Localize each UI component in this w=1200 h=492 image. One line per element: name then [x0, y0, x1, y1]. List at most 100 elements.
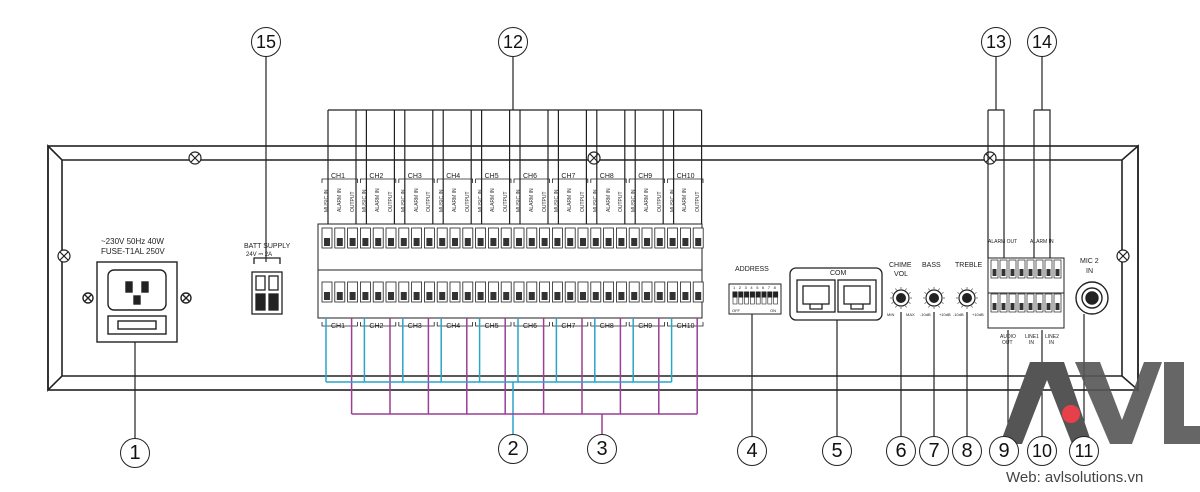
channel-label-bottom: CH6 [523, 323, 538, 330]
channel-label-bottom: CH8 [599, 323, 614, 330]
callout-7: 7 [919, 436, 949, 466]
dip-number: 5 [756, 285, 759, 290]
dip-number: 6 [762, 285, 765, 290]
terminal-label: MUSIC IN [439, 189, 446, 213]
channel-label-top: CH6 [523, 173, 538, 180]
terminal-label: OUTPUT [695, 191, 702, 212]
channel-label-top: CH1 [331, 173, 346, 180]
audio-out-line1: AUDIO [1000, 334, 1016, 340]
callout-1: 1 [120, 438, 150, 468]
callout-4: 4 [737, 436, 767, 466]
line1-in-line2: IN [1029, 340, 1034, 346]
callout-2: 2 [498, 434, 528, 464]
callout-14: 14 [1027, 27, 1057, 57]
channel-label-top: CH8 [599, 173, 614, 180]
terminal-label: ALARM IN [567, 188, 574, 212]
terminal-label: MUSIC IN [516, 189, 522, 213]
knobs [890, 287, 978, 309]
callout-10: 10 [1027, 436, 1057, 466]
terminal-label: ALARM IN [682, 188, 689, 212]
com-title: COM [830, 270, 847, 277]
terminal-label: MUSIC IN [400, 189, 407, 213]
callout-5: 5 [822, 436, 852, 466]
dip-number: 8 [773, 285, 776, 290]
alarm-audio-terminals [987, 257, 1065, 329]
callout-6: 6 [886, 436, 916, 466]
line2-in-line2: IN [1049, 340, 1054, 346]
audio-out-line2: OUT [1002, 340, 1013, 346]
knob-title: CHIME [889, 262, 912, 269]
terminal-label: ALARM IN [413, 188, 420, 212]
channel-label-bottom: CH10 [676, 323, 695, 330]
batt-supply-spec: 24V ⎓ 2A [246, 252, 273, 258]
channel-label-top: CH4 [446, 173, 461, 180]
callout-12: 12 [498, 27, 528, 57]
terminal-label: MUSIC IN [669, 189, 676, 213]
terminal-label: MUSIC IN [592, 189, 599, 213]
terminal-label: OUTPUT [618, 191, 625, 212]
leader-lines [134, 55, 1085, 442]
terminal-label: ALARM IN [490, 188, 497, 212]
dip-on-label: ON [770, 308, 776, 313]
mic2-jack [1075, 281, 1109, 315]
avl-logo [1000, 362, 1200, 444]
channel-label-bottom: CH5 [484, 323, 499, 330]
mic2-line1: MIC 2 [1080, 258, 1099, 265]
power-inlet [82, 261, 192, 343]
channel-label-bottom: CH2 [369, 323, 384, 330]
knob-title: TREBLE [955, 262, 983, 269]
callout-11: 11 [1069, 436, 1099, 466]
line2-in-line1: LINE2 [1045, 334, 1059, 340]
channel-label-bottom: CH1 [331, 323, 346, 330]
channel-label-top: CH9 [638, 173, 653, 180]
terminal-label: MUSIC IN [631, 189, 638, 213]
channel-label-bottom: CH3 [407, 323, 422, 330]
knob-min-label: MIN [887, 312, 895, 317]
knob-title-line2: VOL [894, 271, 909, 278]
terminal-label: OUTPUT [349, 191, 356, 212]
callout-12-bracket [327, 109, 703, 224]
alarm-in-label: ALARM IN [1030, 239, 1054, 245]
power-voltage-label: ~230V 50Hz 40W [101, 237, 164, 246]
power-fuse-label: FUSE-T1AL 250V [101, 247, 165, 256]
channel-label-bottom: CH4 [446, 323, 461, 330]
terminal-label: MUSIC IN [362, 189, 369, 213]
website-label: Web: avlsolutions.vn [1006, 469, 1144, 486]
alarm-out-label: ALARM OUT [988, 239, 1018, 245]
mic2-line2: IN [1086, 268, 1093, 275]
terminal-label: ALARM IN [605, 188, 612, 212]
knob-max-label: +10dB [939, 312, 951, 317]
channel-label-top: CH5 [484, 173, 499, 180]
terminal-label: ALARM IN [336, 188, 343, 212]
knob-title: BASS [922, 262, 941, 269]
terminal-label: OUTPUT [464, 191, 471, 212]
callout-15: 15 [251, 27, 281, 57]
channel-label-top: CH3 [407, 173, 422, 180]
batt-supply-title: BATT SUPPLY [244, 243, 291, 250]
channel-label-top: CH10 [676, 173, 695, 180]
channel-brackets [321, 178, 704, 327]
address-title: ADDRESS [735, 266, 769, 273]
dip-number: 4 [750, 285, 753, 290]
dip-number: 2 [738, 285, 742, 290]
address-dip-switch [728, 283, 782, 315]
callout-8: 8 [952, 436, 982, 466]
knob-max-label: MAX [906, 312, 915, 317]
dip-number: 1 [733, 285, 736, 290]
terminal-label: ALARM IN [528, 188, 535, 212]
terminal-label: MUSIC IN [477, 189, 484, 213]
line1-in-line1: LINE1 [1025, 334, 1039, 340]
channel-label-bottom: CH9 [638, 323, 653, 330]
terminal-label: ALARM IN [644, 188, 650, 212]
channel-wires [325, 318, 698, 434]
terminal-screws [321, 227, 704, 303]
com-ports [789, 267, 883, 321]
terminal-label: OUTPUT [388, 191, 394, 212]
channel-label-top: CH2 [369, 173, 384, 180]
batt-supply-connector [251, 257, 283, 315]
terminal-label: OUTPUT [541, 191, 548, 212]
terminal-label: ALARM IN [375, 188, 382, 212]
dip-off-label: OFF [732, 308, 740, 313]
alarm-terminal-screws [990, 259, 1062, 313]
